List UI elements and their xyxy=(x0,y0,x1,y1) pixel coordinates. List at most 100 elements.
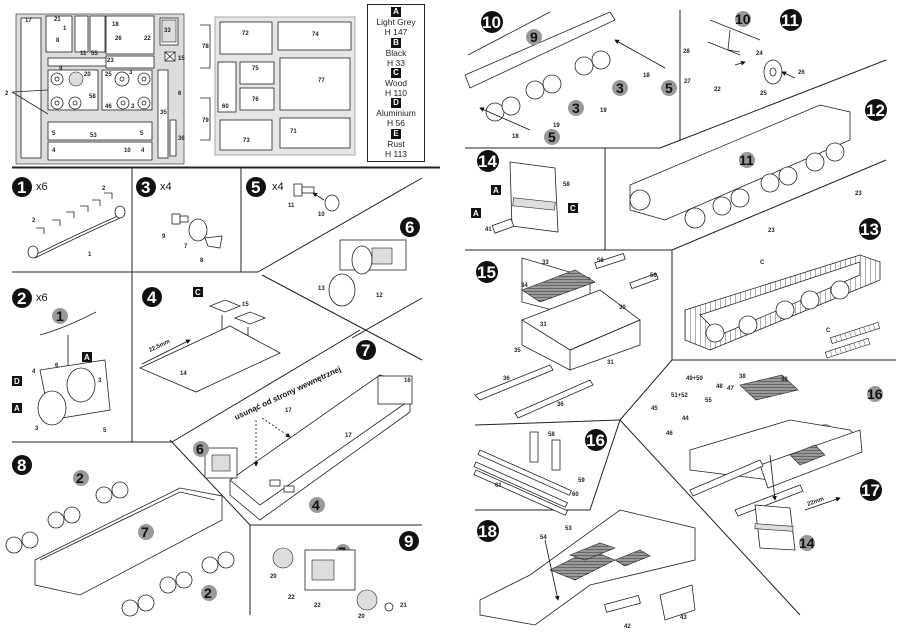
part-label: 58 xyxy=(548,432,555,438)
step-10: 10 9 3 3 5 5 18 19 19 18 xyxy=(464,11,677,145)
step-11: 11 10 28 27 22 24 25 26 xyxy=(683,9,805,97)
quantity-label: x6 xyxy=(36,181,48,193)
step-1: 1 x6 2 2 1 xyxy=(12,177,126,259)
part-label: 12 xyxy=(376,293,383,299)
paint-code: B xyxy=(390,37,401,48)
step-number: 16 xyxy=(586,431,605,450)
paint-code: D xyxy=(391,98,401,109)
part-label: 38 xyxy=(739,374,746,380)
part-label: 61 xyxy=(495,483,502,489)
paint-name: Rust xyxy=(387,138,405,149)
part-label: 46 xyxy=(666,431,673,437)
step-number: 10 xyxy=(482,13,501,32)
part-label: A xyxy=(473,209,479,218)
step-18: 18 17 53 54 42 43 xyxy=(477,509,696,630)
part-label: 76 xyxy=(252,97,259,103)
step-number: 5 xyxy=(251,178,260,197)
part-label: 5 xyxy=(52,131,56,137)
reference-step-number: 3 xyxy=(572,100,580,116)
step-3: 3 x4 9 7 8 xyxy=(136,177,223,264)
step-15: 15 33 56 56 34 30 31 35 31 36 36 xyxy=(474,253,659,419)
reference-step-number: 2 xyxy=(76,470,84,486)
part-label: A xyxy=(84,353,90,362)
sprue-frame-2: 72 74 75 76 77 60 73 71 78 79 xyxy=(200,16,356,156)
step-number: 1 xyxy=(17,178,26,197)
step-number: 8 xyxy=(17,456,26,475)
part-label: 45 xyxy=(651,406,658,412)
part-label: 11 xyxy=(80,51,87,57)
part-label: 22 xyxy=(714,87,721,93)
part-label: 35 xyxy=(514,348,521,354)
part-label: 1 xyxy=(88,252,92,258)
part-label: 7 xyxy=(184,244,188,250)
part-label: 11 xyxy=(288,203,295,209)
part-label: 73 xyxy=(243,138,250,144)
part-label: 49+50 xyxy=(686,376,704,382)
reference-step-number: 4 xyxy=(312,497,320,513)
part-label: 10 xyxy=(318,212,325,218)
reference-step-number: 6 xyxy=(196,441,204,457)
part-label: C xyxy=(570,204,576,213)
step-number: 7 xyxy=(361,341,370,360)
part-label: 25 xyxy=(105,72,112,78)
part-label: 59 xyxy=(578,478,585,484)
step-12: 12 11 23 23 xyxy=(629,99,887,234)
part-label: 72 xyxy=(242,31,249,37)
part-label: 14 xyxy=(180,371,187,377)
part-label: 36 xyxy=(178,136,185,142)
part-label: 23 xyxy=(107,58,114,64)
part-label: 16 xyxy=(404,378,411,384)
part-label: 28 xyxy=(683,49,690,55)
part-label: 6 xyxy=(55,363,59,369)
reference-step-number: 5 xyxy=(665,80,673,96)
step-number: 13 xyxy=(860,220,879,239)
step-number: 14 xyxy=(478,152,497,171)
reference-step-number: 2 xyxy=(204,585,212,601)
part-label: 8 xyxy=(200,258,204,264)
part-label: 17 xyxy=(345,433,352,439)
part-label: A xyxy=(14,404,20,413)
paint-item-c: C Wood H 110 xyxy=(385,67,407,98)
part-label: 78 xyxy=(202,44,209,50)
part-label: 26 xyxy=(798,70,805,76)
part-label: 30 xyxy=(619,305,626,311)
part-label: C xyxy=(195,288,201,297)
step-6: 6 13 12 xyxy=(318,217,420,307)
part-label: 44 xyxy=(682,416,689,422)
part-label: 17 xyxy=(25,18,32,24)
step-number: 18 xyxy=(478,522,497,541)
paint-item-a: A Light Grey H 147 xyxy=(376,7,416,37)
reference-step-number: 1 xyxy=(56,308,64,324)
step-8: 8 2 7 2 xyxy=(5,455,235,617)
part-label: 19 xyxy=(600,108,607,114)
part-label: 75 xyxy=(252,66,259,72)
paint-name: Light Grey xyxy=(376,17,416,28)
part-label: 15 xyxy=(178,56,185,62)
part-label: 4 xyxy=(32,369,36,375)
part-label: 38 xyxy=(781,377,788,383)
quantity-label: x4 xyxy=(160,181,172,193)
part-label: 20 xyxy=(358,614,365,620)
step-number: 12 xyxy=(866,101,885,120)
reference-step-number: 5 xyxy=(548,129,556,145)
part-label: 19 xyxy=(553,123,560,129)
part-label: 33 xyxy=(164,28,171,34)
panel-dividers xyxy=(12,10,896,616)
part-label: 20 xyxy=(270,574,277,580)
step-13: 13 C C xyxy=(684,218,881,359)
step-17: 17 16 15 14 49+50 51+52 48 47 38 38 55 4… xyxy=(651,374,883,551)
part-label: 41 xyxy=(485,227,492,233)
paint-ref: H 56 xyxy=(387,118,405,129)
part-label: 22 xyxy=(288,595,295,601)
step-5: 5 x4 11 10 xyxy=(246,177,340,218)
paint-name: Aluminium xyxy=(376,108,416,119)
sprue-frame-1: 17 21 1 8 11 55 18 26 22 33 23 15 9 20 2… xyxy=(5,13,185,165)
part-label: 42 xyxy=(624,624,631,630)
step-14: 14 A A C 58 41 xyxy=(471,150,578,234)
step-4: 4 C 15 14 22,5mm xyxy=(139,287,281,393)
part-label: 13 xyxy=(318,286,325,292)
part-label: 18 xyxy=(643,73,650,79)
step-2: 2 x6 1 A D A 4 6 3 3 5 xyxy=(12,288,111,434)
part-label: 74 xyxy=(312,32,319,38)
part-label: C xyxy=(760,260,765,266)
